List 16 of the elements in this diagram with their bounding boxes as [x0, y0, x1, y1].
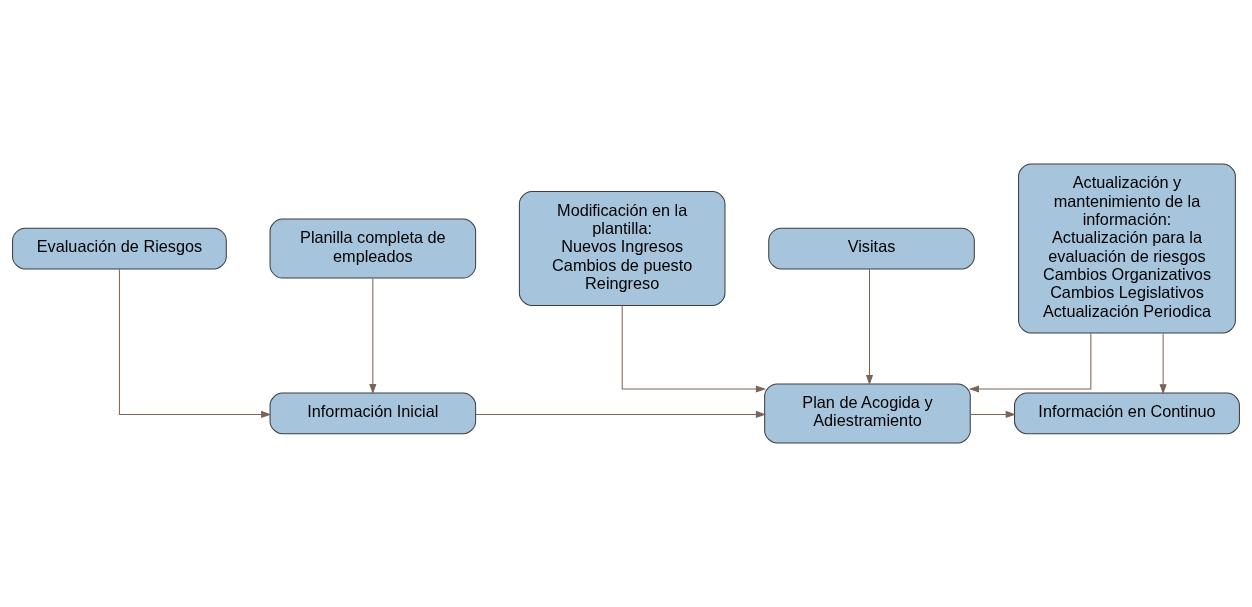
arrow: [621, 305, 767, 393]
node-box: Información en Continuo: [1014, 392, 1240, 435]
arrow: [369, 277, 377, 395]
node-box: Información Inicial: [269, 392, 477, 435]
node-box: Visitas: [768, 227, 975, 270]
node-box: Actualización y mantenimiento de la información: Actualización para la evaluación de riesgos Cambios Organizativos Cambios Legislativos Actualización Periodica: [1018, 163, 1236, 334]
arrow: [1159, 332, 1167, 395]
arrow: [865, 268, 874, 386]
node-box: Modificación en la plantilla: Nuevos Ingresos Cambios de puesto Reingreso: [518, 191, 726, 307]
arrow: [969, 410, 1016, 418]
node-box: Plan de Acogida y Adiestramiento: [764, 383, 971, 444]
arrow: [968, 332, 1092, 393]
node-box: Planilla completa de empleados: [269, 218, 477, 279]
arrow: [118, 268, 272, 418]
arrow: [475, 410, 767, 418]
node-box: Evaluación de Riesgos: [12, 227, 227, 270]
